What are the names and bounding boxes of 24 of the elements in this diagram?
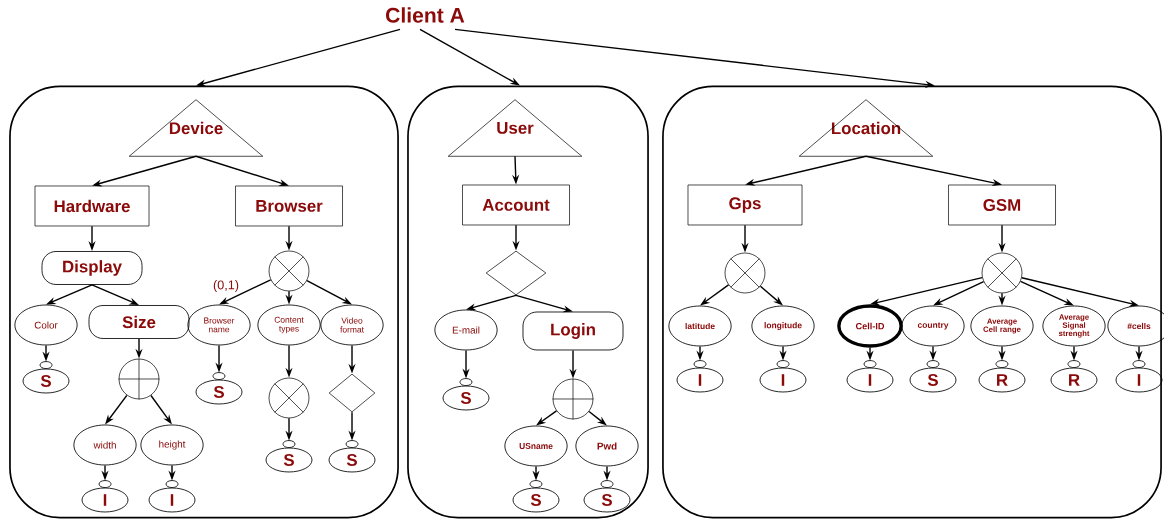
concept-triangle: Location <box>798 99 934 157</box>
feature-rounded-box: Login <box>522 311 624 351</box>
choice-diamond <box>328 373 376 413</box>
plus-circle <box>118 358 160 400</box>
feature-box: Account <box>462 184 570 226</box>
crossed-circle <box>268 377 310 419</box>
rounded-panel <box>9 85 399 519</box>
concept-triangle: Device <box>128 99 264 157</box>
crossed-circle <box>268 250 310 292</box>
rounded-panel <box>407 85 649 519</box>
feature-rounded-box: Size <box>88 305 190 339</box>
rounded-panel <box>662 85 1162 519</box>
heading-label: Client A <box>386 7 465 23</box>
crossed-circle <box>724 252 766 294</box>
cardinality-label: (0,1) <box>213 280 239 292</box>
feature-box: Hardware <box>34 185 150 227</box>
feature-box: GSM <box>948 184 1056 226</box>
crossed-circle <box>981 252 1023 294</box>
feature-box: Browser <box>235 185 343 227</box>
feature-box: Gps <box>687 184 803 226</box>
choice-diamond <box>485 250 547 296</box>
feature-rounded-box: Display <box>41 251 143 285</box>
concept-triangle: User <box>447 99 583 157</box>
plus-circle <box>552 378 594 420</box>
